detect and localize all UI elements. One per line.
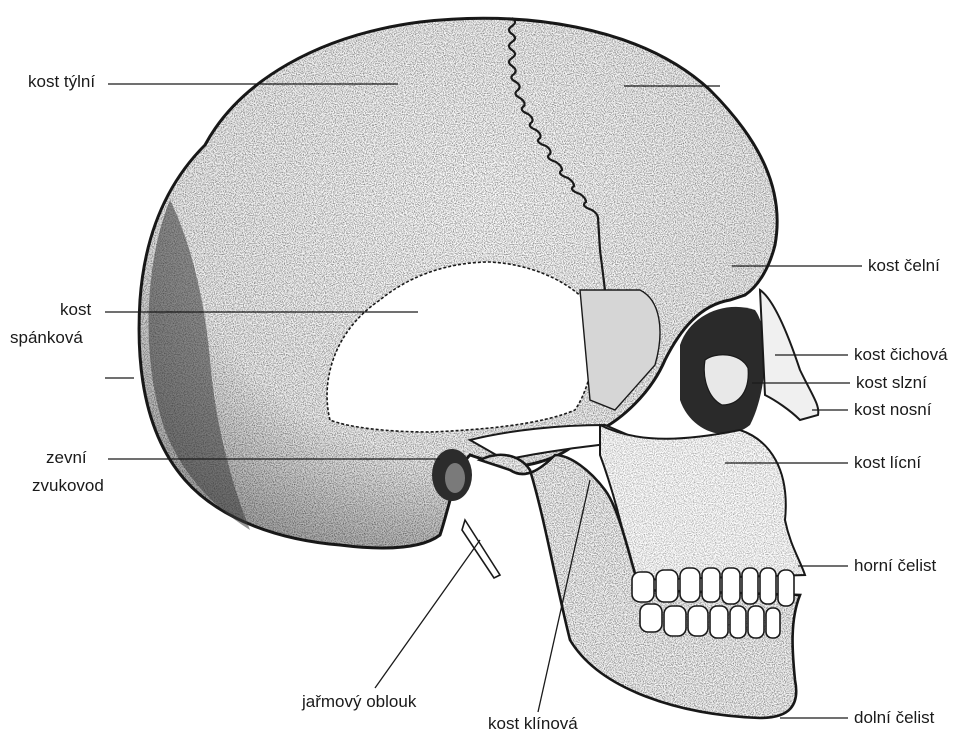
label-kost-tylni: kost týlní [28,72,95,92]
label-kost-licni: kost lícní [854,453,921,473]
label-kost-cichova: kost čichová [854,345,948,365]
label-kost-celni: kost čelní [868,256,940,276]
label-dolni-celist: dolní čelist [854,708,934,728]
label-zevni-zvukovod-line1: zevní [46,448,87,468]
label-kost-spankova-line2: spánková [10,328,83,348]
label-kost-nosni: kost nosní [854,400,932,420]
label-kost-slzni: kost slzní [856,373,927,393]
label-horni-celist: horní čelist [854,556,936,576]
label-kost-klinova: kost klínová [488,714,578,734]
label-jarmovy-oblouk: jařmový oblouk [302,692,416,712]
label-zevni-zvukovod-line2: zvukovod [32,476,104,496]
label-kost-spankova-line1: kost [60,300,91,320]
